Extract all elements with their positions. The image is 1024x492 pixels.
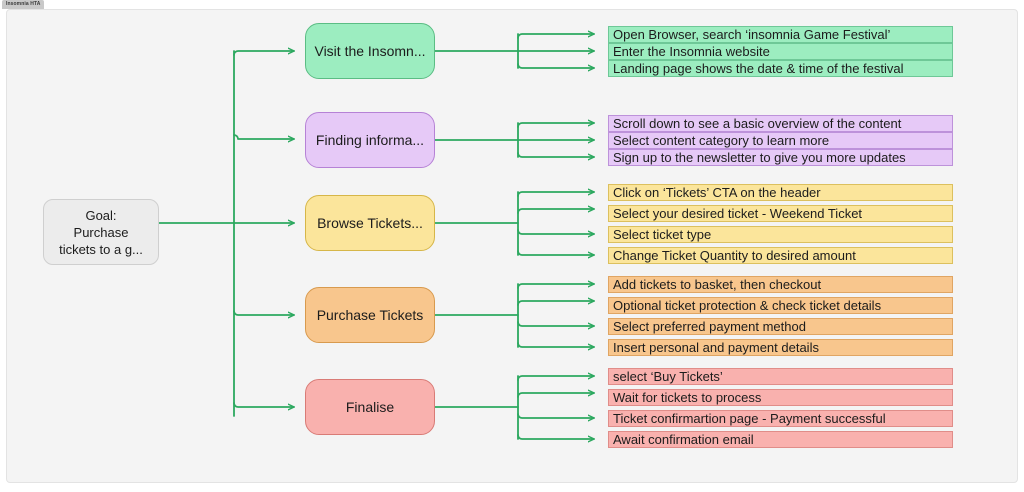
leaf-b1-step-1[interactable]: Open Browser, search ‘insomnia Game Fest… [608,26,953,43]
leaf-label: Select your desired ticket - Weekend Tic… [613,206,863,221]
edge-b5-leaf-4 [517,434,594,439]
edge-branch-4 [233,310,295,315]
root-line-2: Purchase [73,224,129,240]
leaf-label: Scroll down to see a basic overview of t… [613,116,902,131]
leaf-label: Wait for tickets to process [613,390,762,405]
leaf-b4-step-4[interactable]: Insert personal and payment details [608,339,953,356]
leaf-label: Select preferred payment method [613,319,806,334]
leaf-label: Select content category to learn more [613,133,830,148]
leaf-label: Landing page shows the date & time of th… [613,61,904,76]
edge-b5-leaf-3 [517,413,594,418]
edge-b3-leaf-3 [517,229,594,234]
edge-b5-leaf-2 [517,393,594,398]
leaf-label: Select ticket type [613,227,712,242]
leaf-label: Ticket confirmartion page - Payment succ… [613,411,886,426]
node-branch-finding-information[interactable]: Finding informa... [305,112,435,168]
leaf-label: Enter the Insomnia website [613,44,770,59]
leaf-label: Change Ticket Quantity to desired amount [613,248,856,263]
tab-strip: Insomnia HTA [0,0,1024,10]
edge-layer [152,10,1018,483]
diagram-canvas[interactable]: Goal: Purchase tickets to a g... Visit t… [6,9,1018,483]
edge-b2-leaf-3 [517,152,594,157]
edge-b4-leaf-2 [517,301,594,306]
edge-b3-leaf-1 [517,192,594,197]
leaf-b3-step-4[interactable]: Change Ticket Quantity to desired amount [608,247,953,264]
edge-b1-leaf-1 [517,34,594,39]
leaf-b2-step-3[interactable]: Sign up to the newsletter to give you mo… [608,149,953,166]
edge-b5-leaf-1 [517,376,594,381]
node-branch-purchase-tickets[interactable]: Purchase Tickets [305,287,435,343]
leaf-b4-step-1[interactable]: Add tickets to basket, then checkout [608,276,953,293]
node-branch-browse-tickets[interactable]: Browse Tickets... [305,195,435,251]
leaf-b5-step-2[interactable]: Wait for tickets to process [608,389,953,406]
leaf-b4-step-3[interactable]: Select preferred payment method [608,318,953,335]
leaf-label: Click on ‘Tickets’ CTA on the header [613,185,821,200]
edge-branch-1 [233,51,295,56]
leaf-b5-step-4[interactable]: Await confirmation email [608,431,953,448]
edge-b1-leaf-3 [517,63,594,68]
leaf-b5-step-3[interactable]: Ticket confirmartion page - Payment succ… [608,410,953,427]
edge-b2-leaf-1 [517,123,594,128]
leaf-b1-step-2[interactable]: Enter the Insomnia website [608,43,953,60]
leaf-b2-step-1[interactable]: Scroll down to see a basic overview of t… [608,115,953,132]
edge-b3-leaf-2 [517,209,594,214]
edge-b4-leaf-4 [517,342,594,347]
edge-b4-leaf-3 [517,321,594,326]
root-line-1: Goal: [85,207,117,223]
leaf-b3-step-1[interactable]: Click on ‘Tickets’ CTA on the header [608,184,953,201]
branch-label: Finalise [345,398,395,415]
leaf-label: Optional ticket protection & check ticke… [613,298,882,313]
edge-b3-leaf-4 [517,250,594,255]
leaf-b1-step-3[interactable]: Landing page shows the date & time of th… [608,60,953,77]
leaf-b2-step-2[interactable]: Select content category to learn more [608,132,953,149]
tab-insomnia-hta[interactable]: Insomnia HTA [2,0,45,9]
leaf-b5-step-1[interactable]: select ‘Buy Tickets’ [608,368,953,385]
leaf-b3-step-3[interactable]: Select ticket type [608,226,953,243]
tab-label: Insomnia HTA [6,1,41,7]
node-root-goal[interactable]: Goal: Purchase tickets to a g... [43,199,159,265]
node-branch-visit-the-insomnia[interactable]: Visit the Insomn... [305,23,435,79]
edge-b4-leaf-1 [517,284,594,289]
branch-label: Visit the Insomn... [314,42,426,59]
root-line-3: tickets to a g... [59,241,143,257]
branch-label: Purchase Tickets [316,306,424,323]
node-branch-finalise[interactable]: Finalise [305,379,435,435]
leaf-b4-step-2[interactable]: Optional ticket protection & check ticke… [608,297,953,314]
leaf-b3-step-2[interactable]: Select your desired ticket - Weekend Tic… [608,205,953,222]
leaf-label: Open Browser, search ‘insomnia Game Fest… [613,27,891,42]
leaf-label: select ‘Buy Tickets’ [613,369,723,384]
edge-branch-5 [233,402,295,407]
branch-label: Browse Tickets... [317,214,423,231]
leaf-label: Add tickets to basket, then checkout [613,277,822,292]
edge-branch-2 [233,134,295,139]
branch-label: Finding informa... [315,131,425,148]
leaf-label: Sign up to the newsletter to give you mo… [613,150,906,165]
leaf-label: Insert personal and payment details [613,340,819,355]
leaf-label: Await confirmation email [613,432,754,447]
